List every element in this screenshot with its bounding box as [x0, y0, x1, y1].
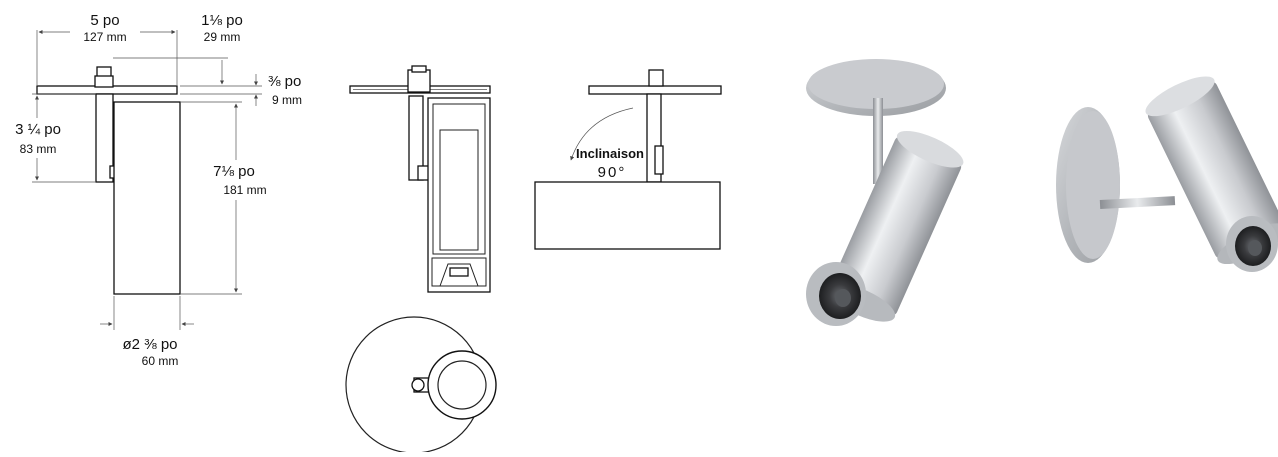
- body-mm-label: 181 mm: [223, 183, 266, 197]
- stem-in-label: 3 ¼ po: [15, 121, 61, 138]
- tilt-joint: [654, 145, 664, 175]
- section-side-view: [349, 65, 491, 293]
- tilt-arc-arrow: [570, 107, 634, 161]
- offset-in-label: 1⅛ po: [201, 12, 243, 29]
- thickness-mm-label: 9 mm: [272, 93, 302, 107]
- wall-canopy-face: [1066, 111, 1120, 259]
- wall-stem: [1099, 196, 1176, 209]
- diameter-mm-label: 60 mm: [142, 354, 179, 368]
- section-led: [449, 267, 469, 277]
- product-photo-ceiling: [806, 59, 964, 326]
- section-driver: [439, 129, 479, 251]
- ceiling-lens-center: [835, 289, 851, 307]
- stem-mm-label: 83 mm: [20, 142, 57, 156]
- mounting-base: [94, 75, 114, 88]
- wall-lens-center: [1248, 240, 1262, 256]
- offset-mm-label: 29 mm: [204, 30, 241, 44]
- width-in-label: 5 po: [90, 12, 119, 29]
- section-body-outer: [427, 97, 491, 293]
- luminaire-body: [113, 101, 181, 295]
- section-nut: [407, 69, 431, 93]
- front-elevation-view: 5 po 127 mm 1⅛ po 29 mm ⅜ po 9 mm 3 ¼ po…: [15, 12, 302, 368]
- tilt-value: 90°: [598, 164, 627, 181]
- width-mm-label: 127 mm: [83, 30, 126, 44]
- stem-arm: [95, 93, 114, 183]
- section-reflector: [439, 263, 479, 287]
- plan-view: [345, 316, 497, 454]
- section-arm: [408, 95, 424, 181]
- tilt-body-horizontal: [534, 181, 721, 250]
- thickness-in-label: ⅜ po: [268, 73, 301, 90]
- product-photo-wall: [1056, 76, 1278, 272]
- ceiling-stem: [873, 98, 883, 184]
- diameter-in-label: ø2 ⅜ po: [122, 336, 177, 353]
- plan-lens-circle: [437, 360, 487, 410]
- section-nut-cap: [411, 65, 427, 73]
- tilt-nut: [648, 69, 664, 87]
- ceiling-canopy-top: [808, 59, 944, 109]
- plan-pivot: [411, 378, 425, 392]
- tilt-label: Inclinaison: [576, 146, 644, 161]
- body-in-label: 7⅛ po: [213, 163, 255, 180]
- tilt-canopy: [588, 85, 722, 95]
- tilt-view: Inclinaison 90°: [534, 69, 722, 250]
- section-body-inner: [432, 103, 486, 255]
